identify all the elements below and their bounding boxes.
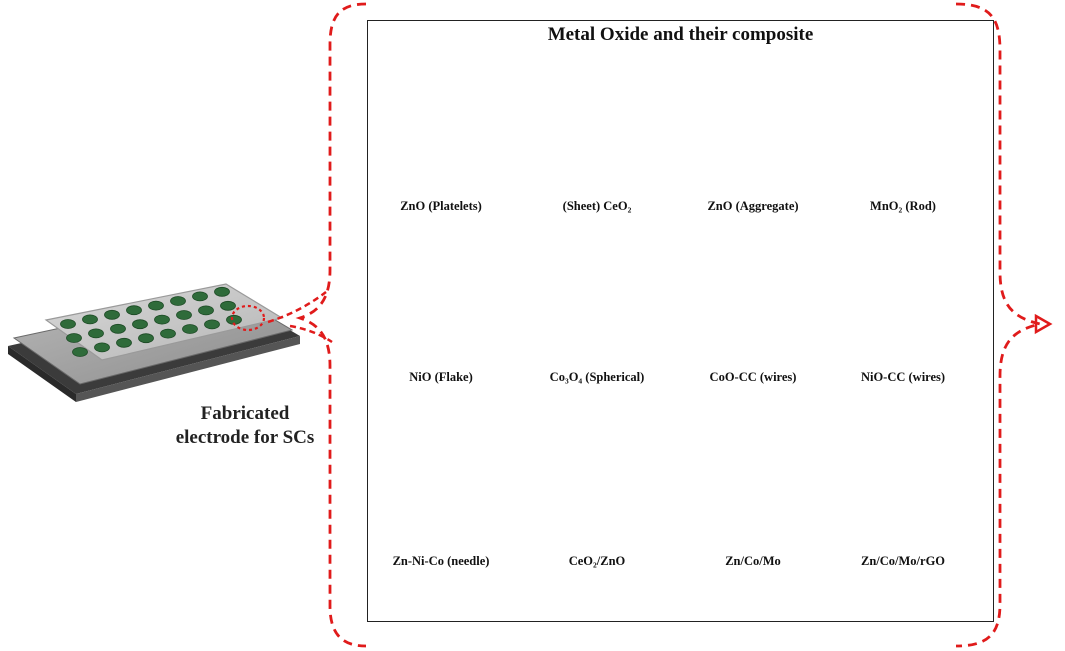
electrode-dot	[126, 305, 142, 316]
electrode-dot	[154, 314, 170, 325]
electrode-dot	[204, 319, 220, 330]
electrode-dot	[198, 305, 214, 316]
sem-caption: NiO-CC (wires)	[860, 370, 946, 384]
sem-caption: CeO₂/ZnO	[568, 554, 626, 568]
sem-caption: ZnO (Platelets)	[400, 199, 482, 213]
electrode-dot	[176, 310, 192, 320]
electrode-dot	[88, 328, 104, 339]
electrode-dot	[160, 328, 176, 339]
sem-caption: Zn/Co/Mo/rGO	[860, 554, 946, 568]
electrode-dot	[182, 324, 198, 334]
sem-caption: Co₃O₄ (Spherical)	[549, 370, 645, 384]
left-brace	[295, 2, 367, 648]
connector-arrow	[267, 291, 327, 324]
sem-caption: CoO-CC (wires)	[709, 370, 797, 384]
electrode-label-line2: electrode for SCs	[175, 427, 315, 448]
electrode-dot	[72, 347, 88, 357]
sem-caption: MnO₂ (Rod)	[870, 199, 936, 213]
morphology-panel	[367, 20, 994, 622]
sem-caption: Zn-Ni-Co (needle)	[392, 554, 490, 568]
electrode-dot	[66, 333, 82, 343]
electrode-label: Fabricated electrode for SCs	[170, 402, 320, 450]
panel-title: Metal Oxide and their composite	[547, 24, 814, 45]
electrode-dot	[132, 319, 148, 330]
electrode-dot	[214, 286, 230, 297]
highlight-circle	[230, 304, 266, 332]
right-brace-arrowhead	[1034, 313, 1053, 335]
electrode-device	[8, 283, 300, 402]
sem-caption: ZnO (Aggregate)	[707, 199, 799, 213]
sem-caption: Zn/Co/Mo	[725, 554, 781, 568]
electrode-dot	[138, 333, 154, 344]
electrode-dot	[170, 296, 186, 306]
right-brace	[955, 2, 1041, 648]
electrode-dot	[82, 314, 98, 325]
electrode-dots	[60, 286, 242, 357]
electrode-label-line1: Fabricated	[200, 403, 290, 424]
electrode-dot	[104, 309, 120, 320]
sem-caption: NiO (Flake)	[409, 370, 473, 384]
electrode-dot	[116, 337, 132, 348]
electrode-dot	[148, 300, 164, 311]
sem-caption: (Sheet) CeO₂	[562, 199, 632, 213]
electrode-dot	[192, 291, 208, 302]
electrode-dot	[94, 342, 110, 353]
electrode-dot	[60, 319, 76, 329]
electrode-dot	[220, 300, 236, 311]
electrode-dot	[110, 323, 126, 334]
